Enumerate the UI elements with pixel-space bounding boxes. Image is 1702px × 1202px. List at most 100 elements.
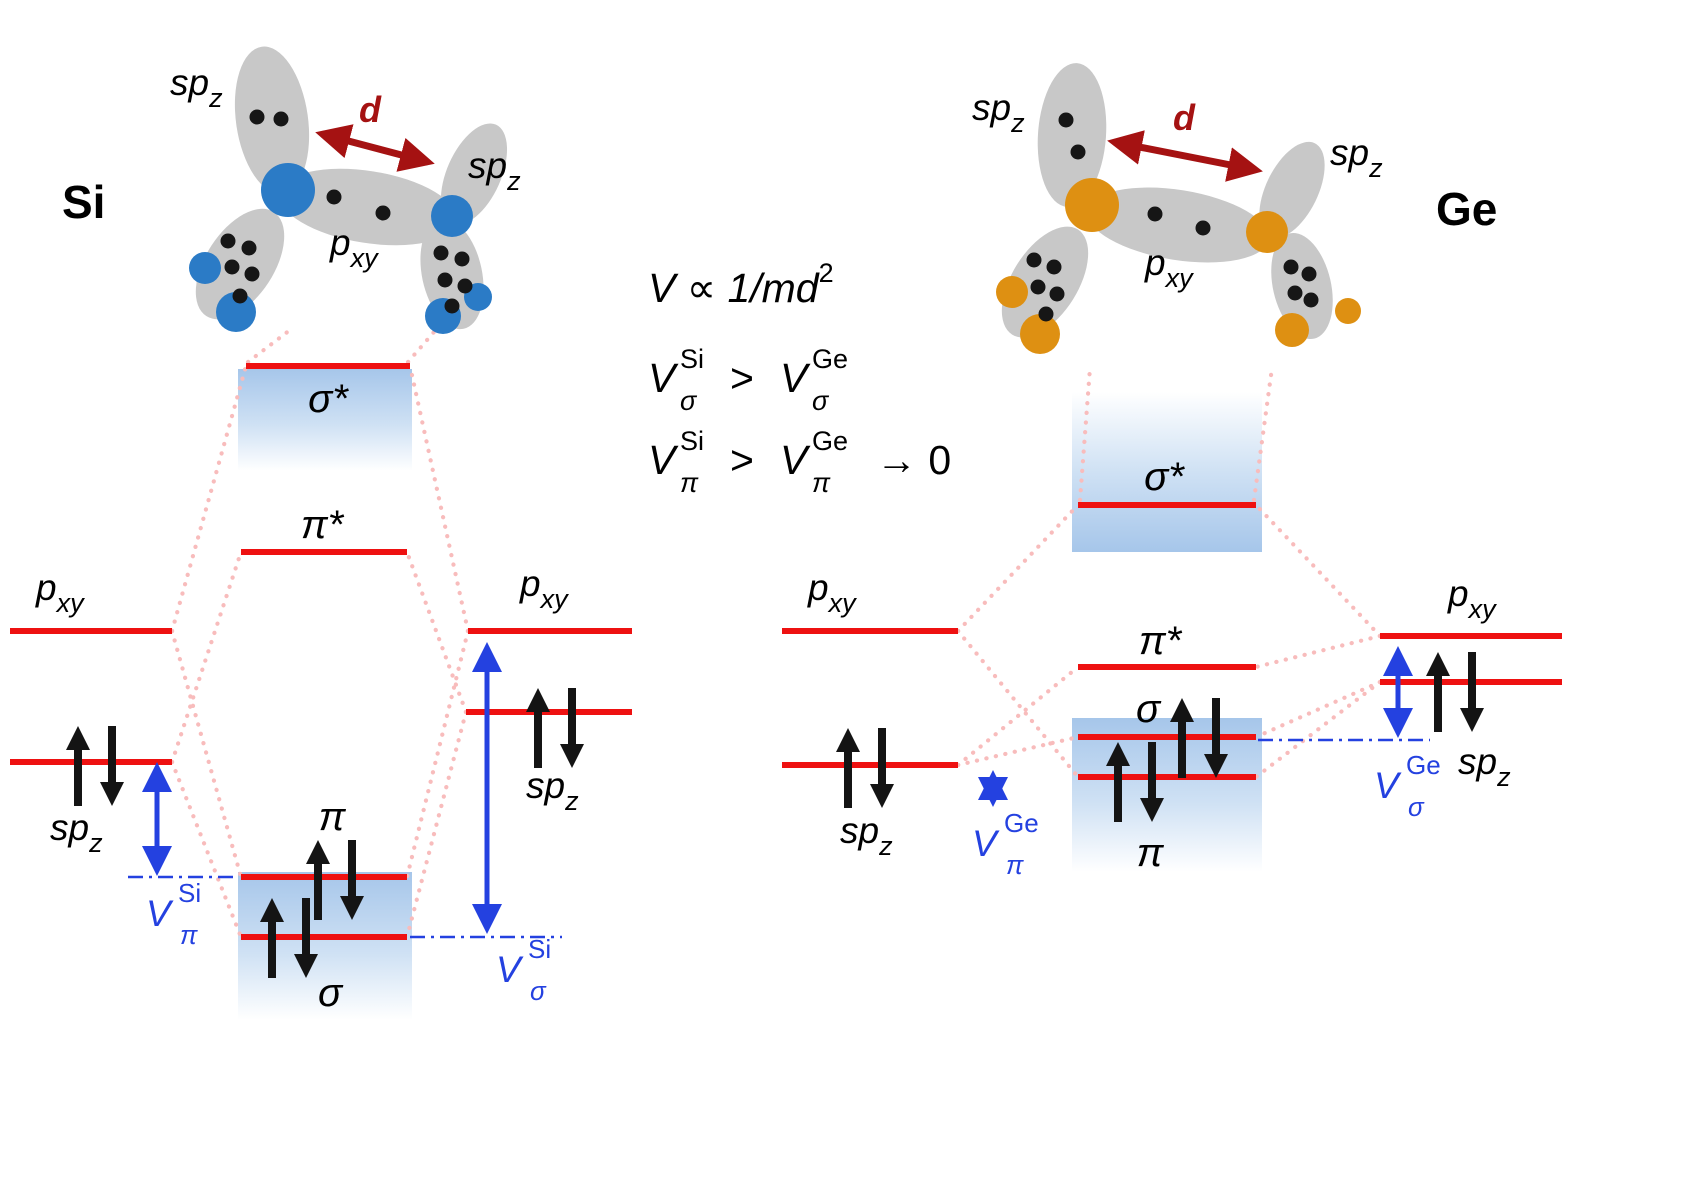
si-bonding-band	[238, 872, 412, 1020]
ge-bond-distance-label: d	[1173, 97, 1196, 138]
connector	[955, 734, 1081, 768]
si-bond-distance-label: d	[359, 89, 382, 130]
svg-text:Si: Si	[680, 344, 704, 374]
connector	[169, 549, 244, 765]
ge-atom	[1246, 211, 1288, 253]
electron-dot	[375, 205, 391, 221]
svg-text:σ: σ	[812, 386, 830, 416]
ge-atom	[1275, 313, 1309, 347]
electron-dot	[249, 109, 265, 125]
svg-text:σ: σ	[1408, 792, 1425, 822]
svg-text:Ge: Ge	[1406, 750, 1441, 780]
svg-text:π: π	[180, 920, 198, 950]
ge-antibonding-band	[1072, 392, 1262, 552]
si-atom	[189, 252, 221, 284]
connector	[1253, 679, 1383, 740]
svg-text:V: V	[146, 893, 174, 934]
electron-dot	[1301, 266, 1317, 282]
si-spz-right-cartoon-label: spz	[468, 145, 521, 196]
electron-dot	[444, 298, 460, 314]
svg-text:V: V	[780, 437, 811, 483]
svg-text:V: V	[496, 949, 524, 990]
connector	[1251, 365, 1275, 503]
si-pxy-left-label: pxy	[35, 567, 85, 618]
ge-pxy-left-label: pxy	[807, 567, 857, 618]
electron-dot	[1046, 259, 1062, 275]
ge-energy-levels	[782, 502, 1562, 780]
electron-pair-si-spz-right	[526, 688, 584, 768]
electron-dot	[1195, 220, 1211, 236]
ge-sigma-label: σ	[1136, 687, 1162, 731]
si-mixing-connectors	[169, 327, 471, 940]
orbital-lobe	[195, 208, 285, 320]
electron-dot	[1030, 279, 1046, 295]
svg-text:σ: σ	[680, 386, 698, 416]
connector	[245, 327, 293, 365]
electron-dot	[326, 189, 342, 205]
electron-dot	[224, 259, 240, 275]
orbital-lobe	[1037, 63, 1107, 207]
svg-text:π: π	[812, 468, 831, 498]
svg-text:π: π	[1006, 850, 1024, 880]
svg-text:V: V	[780, 355, 811, 401]
svg-text:Si: Si	[178, 878, 201, 908]
ge-vsigma-label: V Ge σ	[1374, 750, 1441, 822]
si-atom	[261, 163, 315, 217]
electron-dot	[1038, 306, 1054, 322]
ge-atom	[996, 276, 1028, 308]
electron-dot	[232, 288, 248, 304]
electron-dots	[1026, 112, 1319, 322]
connector	[169, 363, 249, 634]
orbital-lobe	[234, 46, 310, 194]
orbital-lobe	[278, 168, 458, 246]
electron-pair-si-spz-left	[66, 726, 124, 806]
svg-text:π: π	[680, 468, 699, 498]
bond-length-arrow	[1107, 130, 1263, 182]
orbital-lobe	[1001, 226, 1089, 338]
si-molecule-cartoon	[189, 46, 508, 334]
orbital-lobes	[1001, 63, 1333, 340]
connector	[404, 628, 471, 880]
ge-spz-left-label: spz	[840, 810, 893, 861]
svg-text:>: >	[730, 437, 754, 483]
ge-element-label: Ge	[1436, 183, 1497, 235]
ge-atom	[1020, 314, 1060, 354]
electron-dot	[1026, 252, 1042, 268]
svg-text:Ge: Ge	[812, 426, 848, 456]
electron-dot	[1303, 292, 1319, 308]
connector	[407, 363, 471, 634]
electron-dot	[1287, 285, 1303, 301]
svg-text:V: V	[972, 823, 1000, 864]
electron-dot	[220, 233, 236, 249]
ge-vpi-label: V Ge π	[972, 808, 1039, 880]
ge-atom	[1065, 178, 1119, 232]
connector	[169, 759, 244, 940]
electron-dot	[1283, 259, 1299, 275]
electron-dot	[457, 278, 473, 294]
si-vpi-label: V Si π	[146, 878, 201, 950]
bond-length-arrow	[315, 124, 435, 172]
svg-text:V: V	[648, 355, 679, 401]
si-atom	[431, 195, 473, 237]
si-pi-label: π	[319, 795, 347, 839]
orbital-lobe	[1271, 232, 1333, 340]
electron-dot	[1058, 112, 1074, 128]
orbital-lobe	[1086, 187, 1270, 263]
svg-text:Si: Si	[528, 934, 551, 964]
si-element-label: Si	[62, 176, 105, 228]
electron-dot	[273, 111, 289, 127]
svg-text:Ge: Ge	[812, 344, 848, 374]
si-spz-right-label: spz	[526, 765, 579, 816]
ge-mixing-connectors	[955, 365, 1383, 780]
si-pi-star-label: π*	[301, 503, 345, 547]
equation-scaling: V ∝ 1/md2	[648, 258, 834, 311]
svg-text:→ 0: → 0	[876, 437, 951, 483]
connector	[1253, 633, 1383, 670]
connector	[955, 664, 1081, 768]
electron-pair-ge-spz-right	[1426, 652, 1484, 732]
electron-dot	[1070, 144, 1086, 160]
svg-text:Si: Si	[680, 426, 704, 456]
connector	[1253, 502, 1383, 639]
electron-dot	[1049, 286, 1065, 302]
